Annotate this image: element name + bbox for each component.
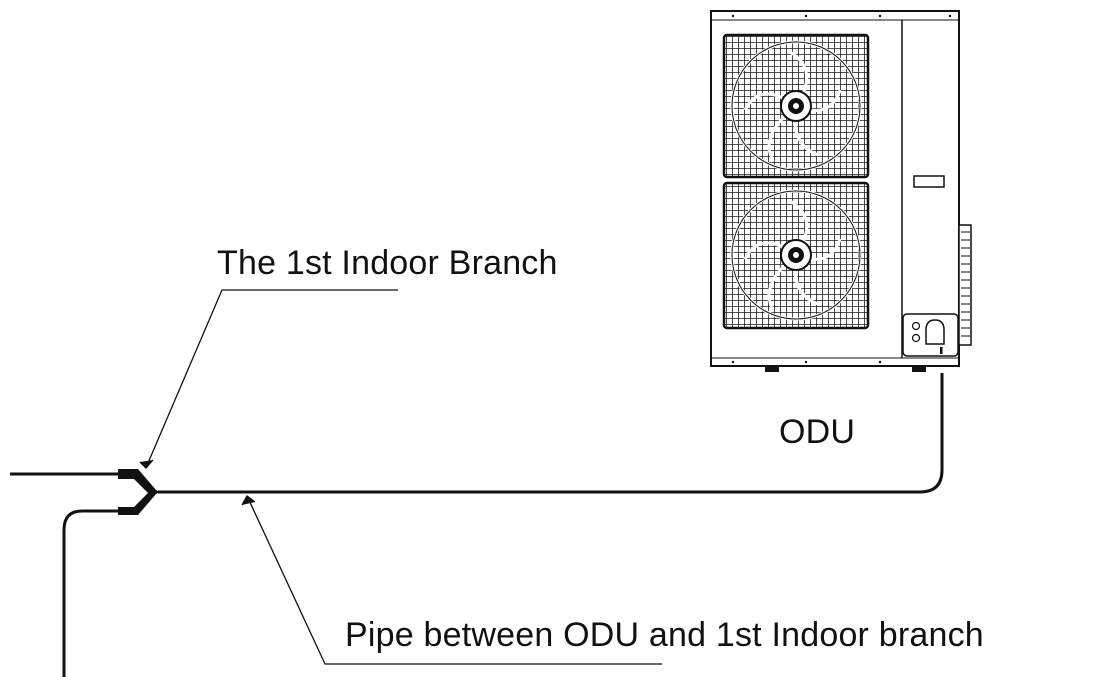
lower-fan-icon (722, 181, 870, 330)
branch-leader (147, 289, 398, 464)
first-branch-label: The 1st Indoor Branch (217, 244, 558, 282)
pipe-label: Pipe between ODU and 1st Indoor branch (345, 616, 984, 654)
branch-leader-arrow (139, 459, 154, 469)
y-branch-joint-icon (118, 469, 160, 515)
refrigerant-piping (10, 373, 944, 677)
pipe-leader (247, 497, 662, 665)
upper-fan-icon (722, 33, 870, 179)
branch-pipe-lower (62, 509, 120, 677)
leader-lines (139, 289, 662, 665)
odu-label: ODU (779, 413, 855, 451)
pipe-leader-arrow (241, 495, 256, 506)
outdoor-unit-icon (710, 10, 972, 372)
main-pipe (158, 373, 944, 494)
